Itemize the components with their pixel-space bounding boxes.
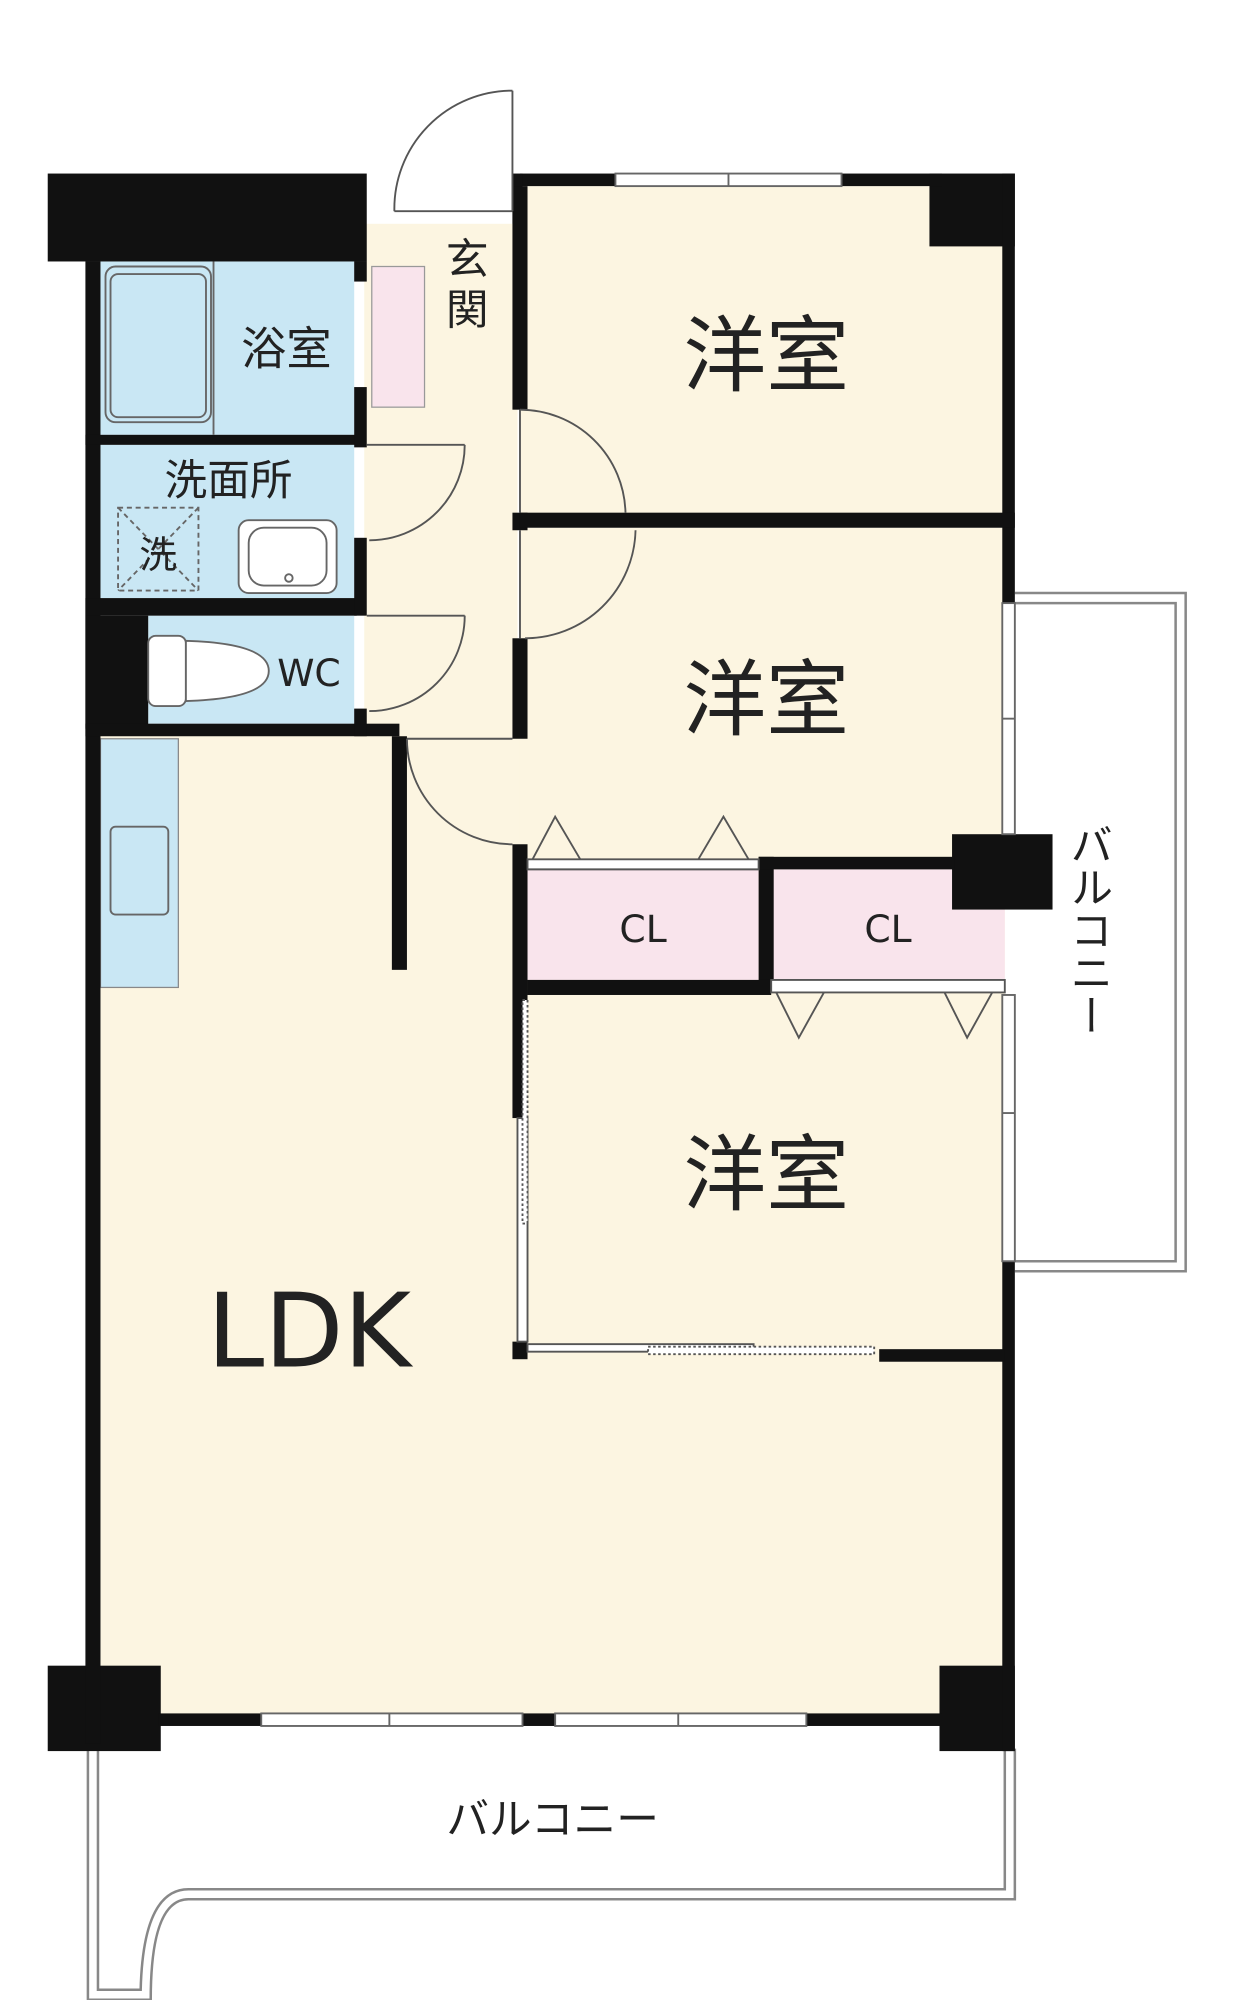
labels: 洋室 洋室 洋室 LDK 浴室 洗面所 洗 WC CL CL 玄 関 バルコニー… — [139, 235, 1112, 1845]
room-label-washroom: 洗面所 — [165, 456, 293, 506]
doors — [366, 89, 1006, 1356]
windows — [260, 172, 1016, 1727]
washer-label: 洗 — [139, 533, 177, 577]
closet-label-2: CL — [864, 907, 911, 951]
walls — [47, 173, 1053, 1752]
balcony-east — [1014, 591, 1187, 1273]
floor-fills — [99, 186, 1005, 1718]
fixtures — [104, 261, 338, 916]
room-label-western-3: 洋室 — [683, 1126, 849, 1223]
balcony-label-south: バルコニー — [446, 1795, 659, 1845]
room-label-ldk: LDK — [207, 1272, 414, 1392]
room-label-western-2: 洋室 — [683, 652, 849, 749]
entrance-label-top: 玄 — [446, 235, 489, 285]
closet-label-1: CL — [619, 907, 666, 951]
room-label-western-1: 洋室 — [683, 308, 849, 405]
room-label-toilet: WC — [277, 651, 341, 695]
entrance-label-bottom: 関 — [446, 285, 489, 335]
room-label-bathroom: 浴室 — [241, 322, 331, 375]
balcony-label-east: バルコニー — [1063, 823, 1113, 1037]
balcony-south — [86, 1748, 1017, 2000]
